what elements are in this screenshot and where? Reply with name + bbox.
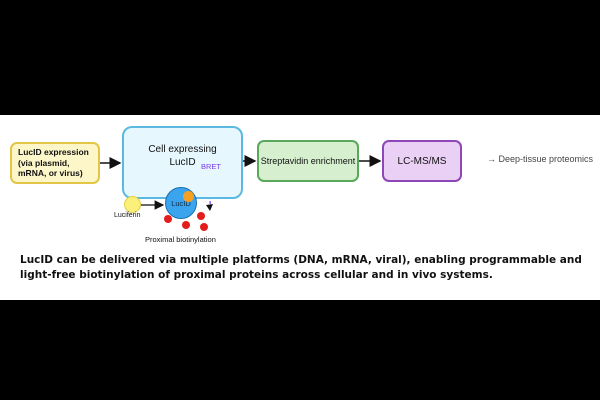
proximal-biotinylation-label: Proximal biotinylation bbox=[145, 235, 216, 244]
biotin-dot bbox=[182, 221, 190, 229]
figure-panel: LucID expression (via plasmid, mRNA, or … bbox=[0, 115, 600, 300]
figure-caption: LucID can be delivered via multiple plat… bbox=[20, 254, 582, 282]
biotin-dot bbox=[197, 212, 205, 220]
cell-expressing-lucid-box: Cell expressing LucID bbox=[122, 126, 243, 199]
luciferin-label: Luciferin bbox=[114, 212, 141, 219]
lcms-box: LC-MS/MS bbox=[382, 140, 462, 182]
biotin-dot bbox=[200, 223, 208, 231]
biotin-dot bbox=[164, 215, 172, 223]
streptavidin-enrichment-box: Streptavidin enrichment bbox=[257, 140, 359, 182]
luciferin-dot bbox=[124, 196, 141, 213]
bret-label: BRET bbox=[201, 162, 222, 171]
lucid-circle-label: LucID bbox=[171, 198, 191, 208]
deep-tissue-proteomics-label: → Deep-tissue proteomics bbox=[487, 154, 594, 164]
bret-arc-head bbox=[206, 204, 213, 211]
lucid-expression-box: LucID expression (via plasmid, mRNA, or … bbox=[10, 142, 100, 184]
lucid-active-site-dot bbox=[183, 191, 194, 202]
